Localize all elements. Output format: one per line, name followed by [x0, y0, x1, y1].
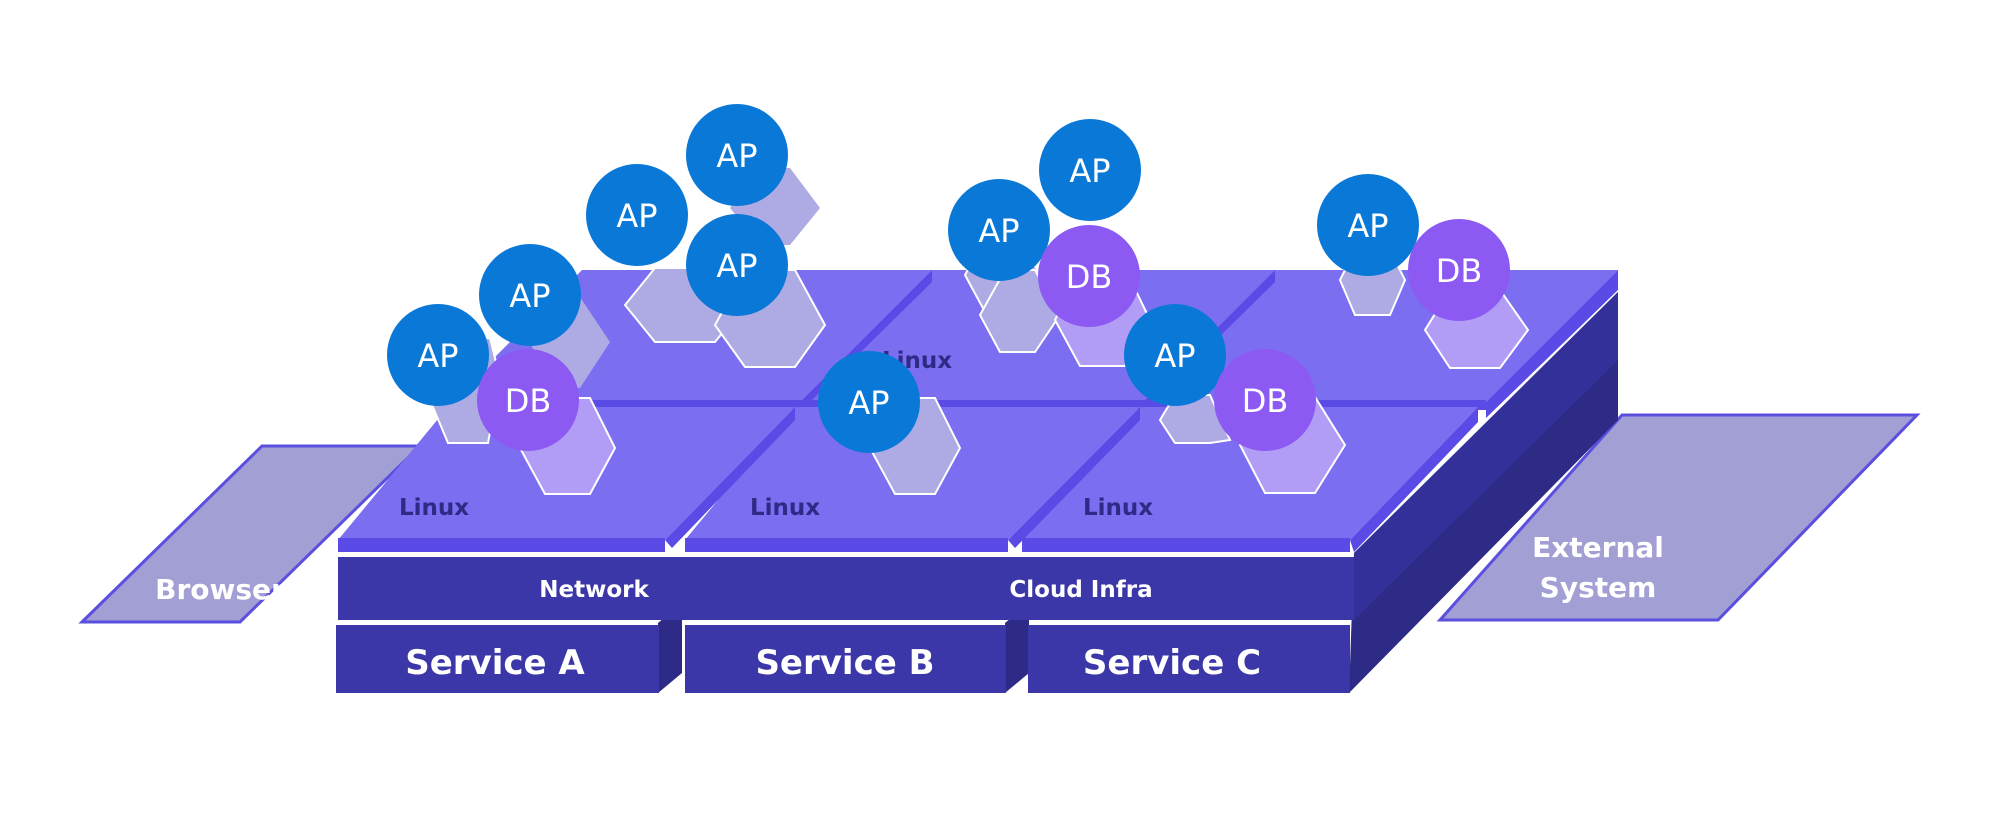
service-b-block — [685, 603, 1029, 693]
linux-tile-front-c — [1022, 407, 1478, 540]
ap-node-2-label: AP — [509, 277, 550, 315]
ap-node-2 — [479, 244, 581, 346]
stack-right-side-upper — [1354, 292, 1618, 620]
db-node-1-label: DB — [505, 382, 552, 420]
ap-node-7 — [948, 179, 1050, 281]
linux-label-front-a: Linux — [399, 495, 469, 521]
db-node-1 — [477, 349, 579, 451]
ap-node-6 — [818, 351, 920, 453]
ap-node-4 — [686, 104, 788, 206]
ap-node-5 — [686, 214, 788, 316]
network-band — [338, 557, 1354, 620]
ap-node-7-label: AP — [978, 212, 1019, 250]
ap-node-1-label: AP — [417, 337, 458, 375]
ap-node-8 — [1039, 119, 1141, 221]
ap-node-9-label: AP — [1154, 337, 1195, 375]
db-node-3-label: DB — [1242, 382, 1289, 420]
external-system-label-line2: System — [1540, 571, 1657, 604]
db-node-3 — [1214, 349, 1316, 451]
ap-node-10-label: AP — [1347, 207, 1388, 245]
network-label: Network — [539, 577, 649, 603]
db-node-4 — [1408, 219, 1510, 321]
service-c-block — [1028, 625, 1350, 693]
external-system-label-line1: External — [1532, 531, 1664, 564]
service-a-block — [336, 603, 682, 693]
linux-label-front-b: Linux — [750, 495, 820, 521]
browser-label: Browser — [155, 573, 285, 606]
ap-node-8-label: AP — [1069, 152, 1110, 190]
external-system-panel — [1436, 413, 1921, 622]
db-node-4-label: DB — [1436, 252, 1483, 290]
ap-node-9 — [1124, 304, 1226, 406]
linux-label-front-c: Linux — [1083, 495, 1153, 521]
ap-node-3-label: AP — [616, 197, 657, 235]
service-b-label: Service B — [755, 643, 934, 683]
service-c-label: Service C — [1083, 643, 1261, 683]
cloud-infra-label: Cloud Infra — [1009, 577, 1152, 603]
db-node-2 — [1038, 225, 1140, 327]
ap-node-5-label: AP — [716, 247, 757, 285]
ap-node-1 — [387, 304, 489, 406]
ap-node-6-label: AP — [848, 384, 889, 422]
ap-node-10 — [1317, 174, 1419, 276]
ap-node-3 — [586, 164, 688, 266]
service-a-label: Service A — [405, 643, 585, 683]
db-node-2-label: DB — [1066, 258, 1113, 296]
ap-node-4-label: AP — [716, 137, 757, 175]
